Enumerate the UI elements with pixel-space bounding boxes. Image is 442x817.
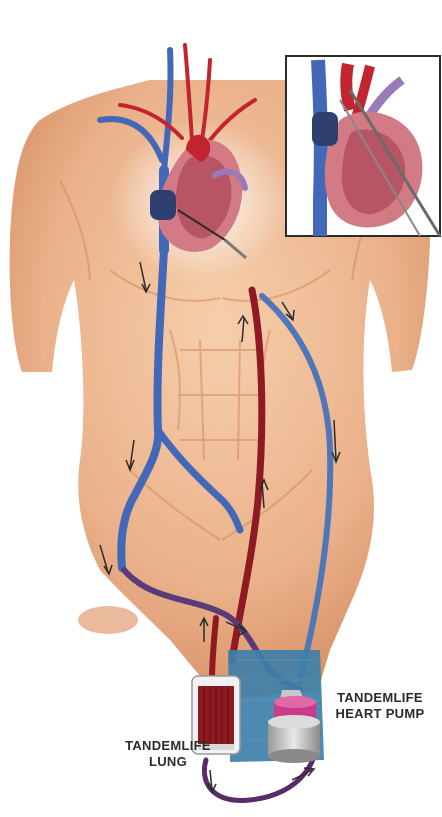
heart-detail-inset	[286, 56, 440, 236]
heart-pump-label: TANDEMLIFE HEART PUMP	[318, 690, 442, 722]
lung-label-line2: LUNG	[114, 754, 222, 770]
heart-pump-label-line2: HEART PUMP	[318, 706, 442, 722]
lung-label-line1: TANDEMLIFE	[114, 738, 222, 754]
centrifugal-pump	[268, 690, 320, 763]
heart-pump-label-line1: TANDEMLIFE	[318, 690, 442, 706]
lung-label: TANDEMLIFE LUNG	[114, 738, 222, 770]
